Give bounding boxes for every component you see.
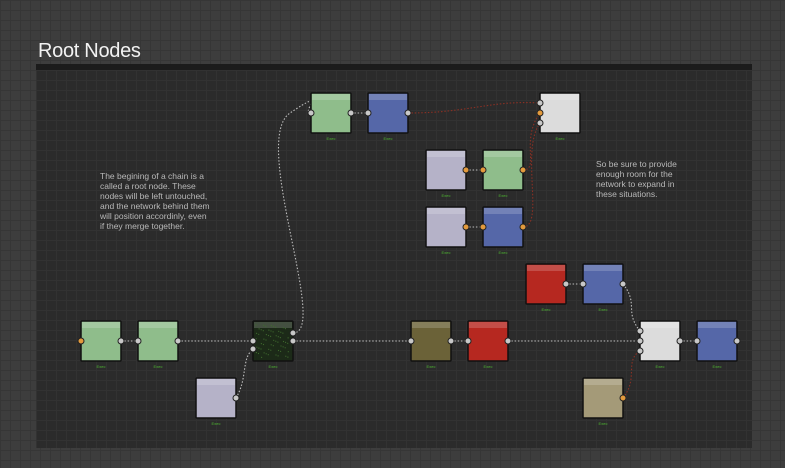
port-handle[interactable] — [536, 119, 544, 127]
node-n6[interactable]: Exec — [425, 206, 467, 255]
port-handle[interactable] — [232, 394, 240, 402]
node-label: Exec — [599, 421, 608, 426]
port-handle[interactable] — [462, 223, 470, 231]
port-handle[interactable] — [619, 394, 627, 402]
node-n18[interactable]: Exec — [582, 377, 624, 426]
node-label: Exec — [542, 307, 551, 312]
node-label: Exec — [484, 364, 493, 369]
node-label: Exec — [442, 250, 451, 255]
port-handle[interactable] — [404, 109, 412, 117]
node-label: Exec — [327, 136, 336, 141]
node-label: Exec — [384, 136, 393, 141]
node-label: Exec — [427, 364, 436, 369]
node-n14[interactable]: Exec — [467, 320, 509, 369]
note-room-to-expand: So be sure to provide enough room for th… — [596, 159, 677, 199]
port-handle[interactable] — [479, 166, 487, 174]
port-handle[interactable] — [579, 280, 587, 288]
node-n13[interactable]: Exec — [410, 320, 452, 369]
node-label: Exec — [499, 250, 508, 255]
node-label: Exec — [269, 364, 278, 369]
port-handle[interactable] — [636, 347, 644, 355]
connection-wire — [622, 350, 641, 399]
port-handle[interactable] — [347, 109, 355, 117]
node-label: Exec — [713, 364, 722, 369]
node-n10[interactable]: Exec — [80, 320, 122, 369]
connection-wire — [407, 102, 541, 114]
node-n8[interactable]: Exec — [525, 263, 567, 312]
port-handle[interactable] — [619, 280, 627, 288]
node-n16[interactable]: Exec — [696, 320, 738, 369]
port-handle[interactable] — [364, 109, 372, 117]
node-label: Exec — [154, 364, 163, 369]
node-n4[interactable]: Exec — [425, 149, 467, 198]
node-label: Exec — [556, 136, 565, 141]
backdrop-title: Root Nodes — [38, 40, 141, 62]
port-handle[interactable] — [117, 337, 125, 345]
node-label: Exec — [656, 364, 665, 369]
port-handle[interactable] — [447, 337, 455, 345]
port-handle[interactable] — [536, 99, 544, 107]
node-n17[interactable]: Exec — [195, 377, 237, 426]
node-label: Exec — [212, 421, 221, 426]
port-handle[interactable] — [464, 337, 472, 345]
port-handle[interactable] — [636, 337, 644, 345]
port-handle[interactable] — [134, 337, 142, 345]
node-label: Exec — [97, 364, 106, 369]
node-n3[interactable]: Exec — [539, 92, 581, 141]
node-n2[interactable]: Exec — [367, 92, 409, 141]
port-handle[interactable] — [289, 329, 297, 337]
port-handle[interactable] — [519, 166, 527, 174]
connection-wire — [522, 122, 541, 228]
connection-wire — [235, 348, 254, 399]
port-handle[interactable] — [733, 337, 741, 345]
port-handle[interactable] — [536, 109, 544, 117]
port-handle[interactable] — [407, 337, 415, 345]
node-n5[interactable]: Exec — [482, 149, 524, 198]
port-handle[interactable] — [77, 337, 85, 345]
port-handle[interactable] — [249, 337, 257, 345]
node-label: Exec — [442, 193, 451, 198]
port-handle[interactable] — [249, 345, 257, 353]
node-n1[interactable]: Exec — [310, 92, 352, 141]
port-handle[interactable] — [174, 337, 182, 345]
node-n12[interactable]: Exec — [252, 320, 294, 369]
node-n11[interactable]: Exec — [137, 320, 179, 369]
port-handle[interactable] — [462, 166, 470, 174]
port-handle[interactable] — [519, 223, 527, 231]
port-handle[interactable] — [504, 337, 512, 345]
port-handle[interactable] — [307, 109, 315, 117]
port-handle[interactable] — [479, 223, 487, 231]
port-handle[interactable] — [562, 280, 570, 288]
node-n9[interactable]: Exec — [582, 263, 624, 312]
port-handle[interactable] — [693, 337, 701, 345]
note-root-node: The begining of a chain is a called a ro… — [100, 171, 210, 231]
connection-wire — [522, 112, 541, 171]
connection-wire — [622, 283, 641, 332]
port-handle[interactable] — [636, 327, 644, 335]
node-n15[interactable]: Exec — [639, 320, 681, 369]
node-n7[interactable]: Exec — [482, 206, 524, 255]
port-handle[interactable] — [676, 337, 684, 345]
port-handle[interactable] — [289, 337, 297, 345]
connection-wire — [277, 100, 313, 334]
node-label: Exec — [499, 193, 508, 198]
node-label: Exec — [599, 307, 608, 312]
